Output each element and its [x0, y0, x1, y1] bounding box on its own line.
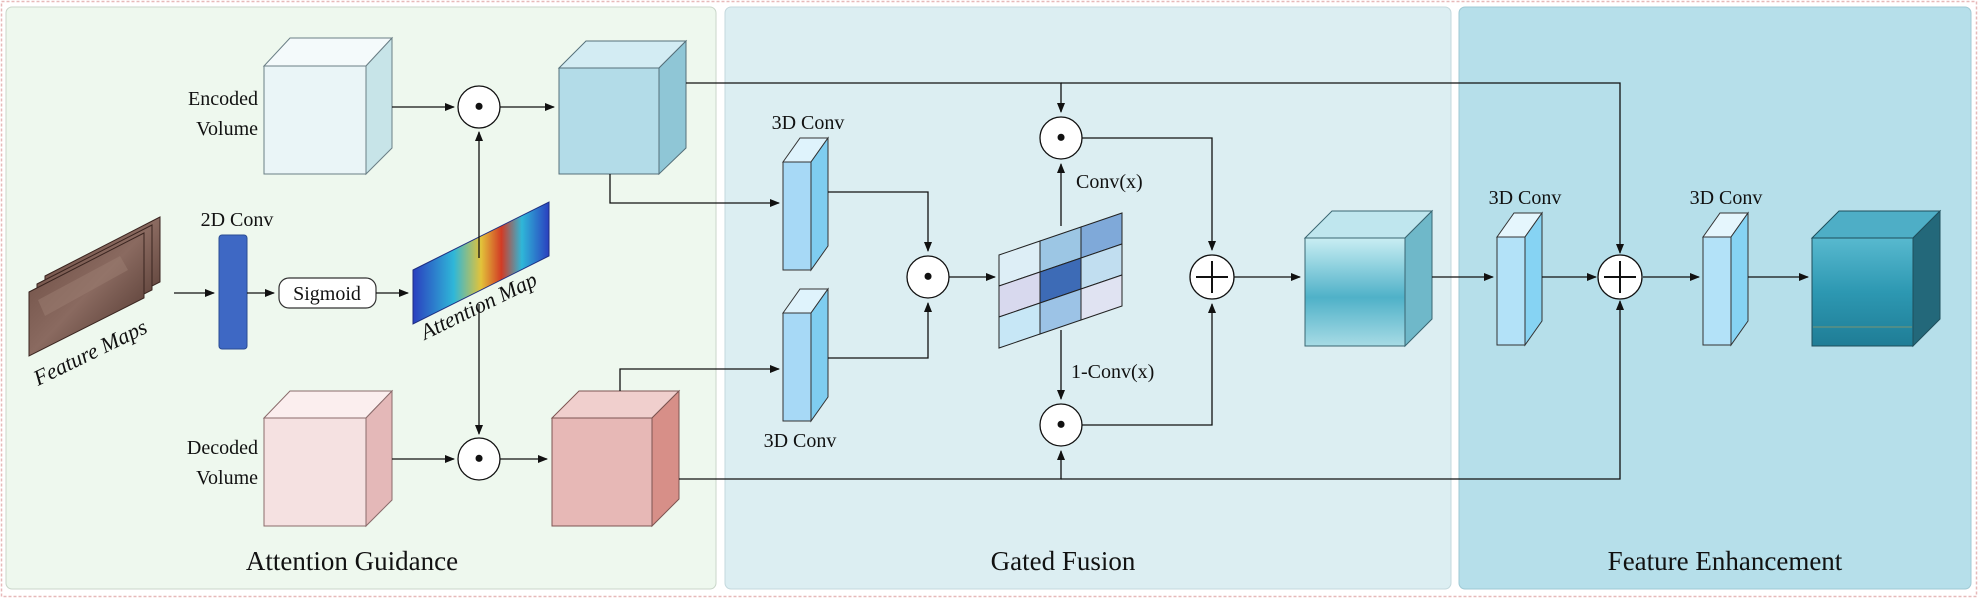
feature-enhancement-title: Feature Enhancement	[1608, 546, 1843, 576]
decoded-volume-cube	[262, 389, 394, 528]
attention-guidance-title: Attention Guidance	[246, 546, 458, 576]
conv3d-top-label: 3D Conv	[772, 112, 845, 134]
svg-text:•: •	[474, 444, 483, 473]
encoded-volume-label-1: Encoded	[188, 88, 258, 110]
attended-decoded-cube	[550, 389, 681, 528]
svg-text:•: •	[474, 92, 483, 121]
conv2d-block	[218, 234, 248, 350]
svg-text:•: •	[1056, 123, 1065, 152]
conv3d-enhance-2-label: 3D Conv	[1690, 187, 1763, 209]
gate-multiply-bottom-op: •	[1039, 403, 1083, 447]
attention-arrows	[174, 103, 555, 463]
conv2d-label: 2D Conv	[201, 209, 274, 231]
one-minus-conv-x-label: 1-Conv(x)	[1071, 361, 1154, 383]
fused-volume-cube	[1303, 209, 1434, 348]
gate-multiply-top-op: •	[1039, 116, 1083, 160]
multiply-encoded-op: •	[457, 85, 501, 129]
conv-x-label: Conv(x)	[1076, 171, 1143, 193]
sigmoid-label: Sigmoid	[293, 283, 361, 305]
gated-fusion-title: Gated Fusion	[991, 546, 1136, 576]
feature-maps-stack	[28, 216, 161, 357]
conv3d-enhance-1-label: 3D Conv	[1489, 187, 1562, 209]
multiply-decoded-op: •	[457, 437, 501, 481]
svg-text:•: •	[1056, 410, 1065, 439]
conv3d-top-block	[782, 136, 829, 272]
conv3d-enhance-2-block	[1702, 211, 1749, 347]
conv3d-bottom-label: 3D Conv	[764, 430, 837, 452]
encoded-volume-cube	[262, 36, 394, 176]
encoded-volume-label-2: Volume	[196, 118, 258, 140]
gating-weight-grid	[998, 212, 1123, 349]
enhanced-output-cube	[1810, 209, 1942, 348]
fusion-add-op	[1189, 254, 1235, 300]
fusion-multiply-op: •	[906, 255, 950, 299]
attended-encoded-cube	[557, 39, 688, 176]
svg-text:•: •	[923, 262, 932, 291]
conv3d-enhance-1-block	[1496, 211, 1543, 347]
enhancement-arrows	[1061, 82, 1809, 480]
decoded-volume-label-2: Volume	[196, 467, 258, 489]
enhance-add-op	[1597, 254, 1643, 300]
attention-map	[412, 201, 550, 325]
decoded-volume-label-1: Decoded	[187, 437, 258, 459]
conv3d-bottom-block	[782, 287, 829, 423]
